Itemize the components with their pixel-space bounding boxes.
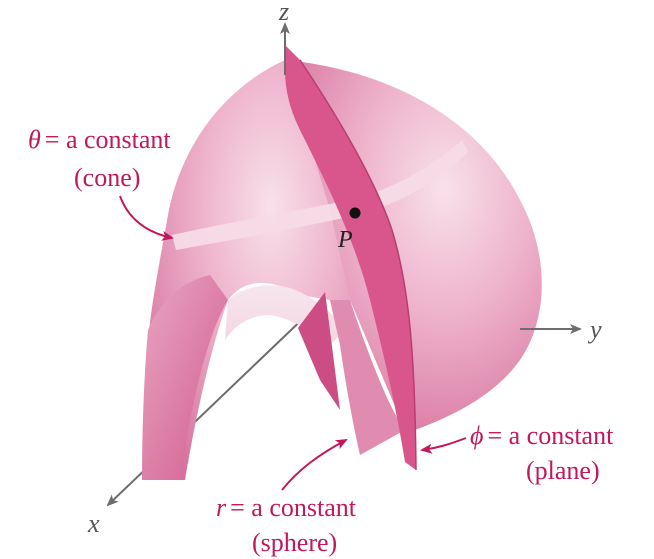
phi-symbol: ϕ: [470, 421, 483, 450]
point-p-marker: [349, 207, 361, 219]
theta-pointer-arrow: [119, 195, 174, 241]
sphere-leg: [142, 275, 228, 480]
y-axis-label: y: [587, 315, 602, 344]
inner-wedge: [298, 292, 340, 410]
phi-pointer-arrow: [420, 437, 467, 454]
point-p-label: P: [337, 227, 353, 253]
phi-plane-edge: [299, 59, 417, 471]
theta-label-line1: θ= a constant: [28, 125, 171, 154]
z-axis-label: z: [278, 0, 289, 26]
phi-label-line1: ϕ= a constant: [470, 421, 614, 450]
r-pointer-arrow: [281, 439, 348, 491]
phi-plane: [285, 45, 416, 470]
sphere-leg-right: [330, 300, 405, 455]
r-symbol: r: [216, 493, 227, 522]
theta-equals-text: = a constant: [45, 125, 172, 154]
x-axis-label: x: [87, 509, 100, 538]
x-axis: [106, 309, 313, 507]
cone-band: [172, 140, 468, 250]
theta-label-line2: (cone): [74, 163, 140, 192]
r-label-line2: (sphere): [252, 528, 337, 557]
r-equals-text: = a constant: [230, 493, 357, 522]
phi-equals-text: = a constant: [487, 421, 614, 450]
theta-symbol: θ: [28, 125, 41, 154]
r-label-line1: r= a constant: [216, 493, 357, 522]
phi-label-line2: (plane): [526, 456, 600, 485]
